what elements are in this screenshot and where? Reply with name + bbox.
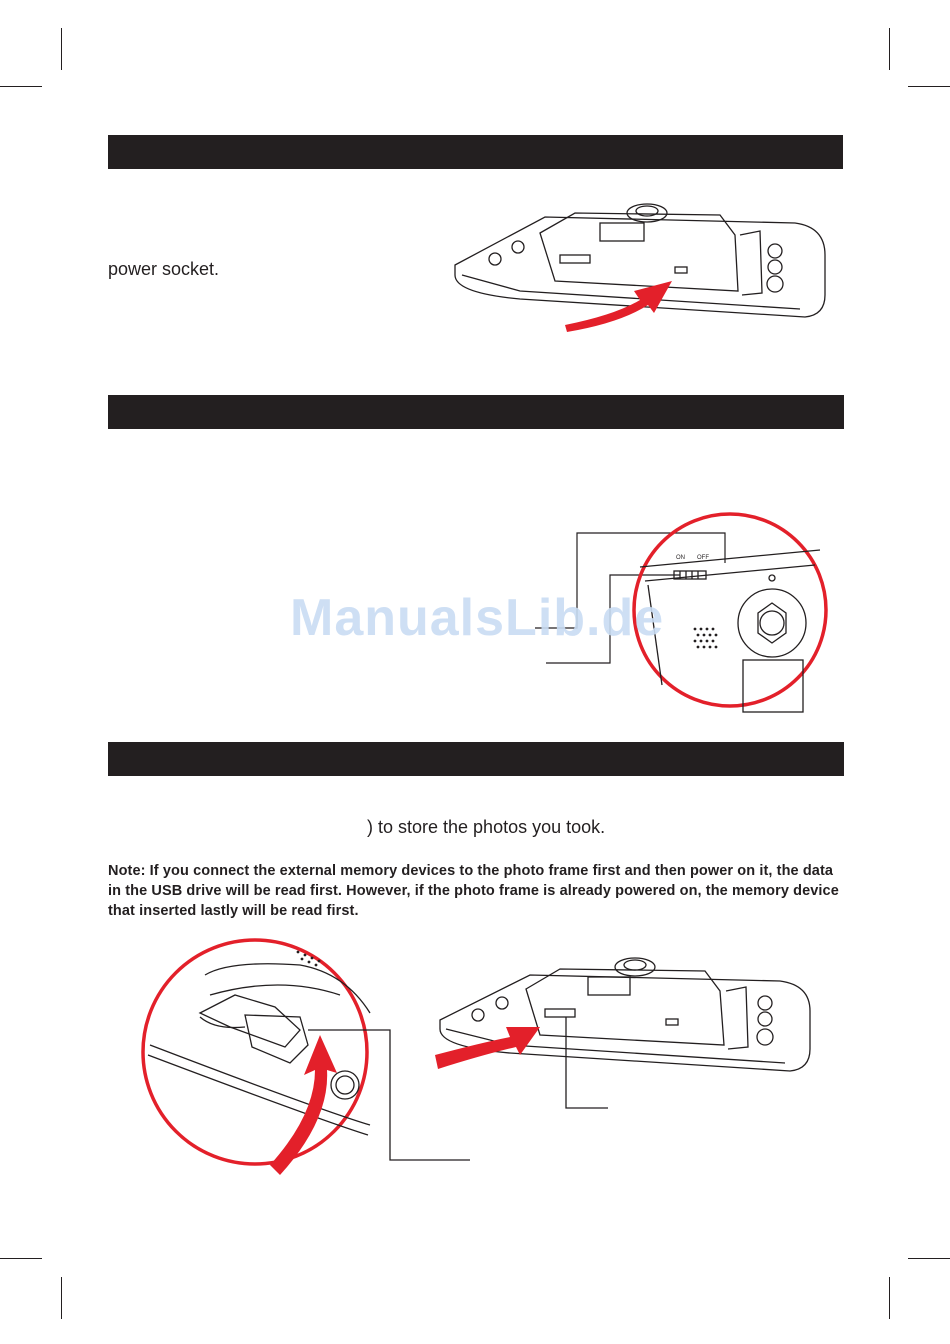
- section-1-header-bar: [108, 135, 843, 169]
- crop-mark-top-left-h: [0, 86, 42, 87]
- crop-mark-top-right-v: [889, 28, 890, 70]
- section-2-header-bar: [108, 395, 844, 429]
- crop-mark-bottom-left-v: [61, 1277, 62, 1319]
- crop-mark-bottom-right-h: [908, 1258, 950, 1259]
- section-3-text: ) to store the photos you took.: [367, 817, 606, 837]
- power-arrow-icon: [565, 281, 672, 332]
- watermark: ManualsLib.de: [290, 589, 665, 647]
- section-1-text: power socket.: [108, 259, 220, 279]
- frame-back-illustration-power: [454, 203, 826, 332]
- card-arrow-icon: [435, 1027, 540, 1069]
- crop-mark-top-right-h: [908, 86, 950, 87]
- card-insert-illustration: [435, 957, 811, 1109]
- crop-mark-bottom-left-h: [0, 1258, 42, 1259]
- usb-arrow-icon: [270, 1035, 337, 1175]
- crop-mark-top-left-v: [61, 28, 62, 70]
- switch-off-label: OFF: [697, 555, 709, 561]
- crop-mark-bottom-right-v: [889, 1277, 890, 1319]
- note-text: Note: If you connect the external memory…: [108, 863, 839, 919]
- usb-insert-callout: [141, 938, 470, 1175]
- section-3-header-bar: [108, 742, 844, 776]
- power-switch-callout: ON OFF: [535, 512, 828, 713]
- switch-on-label: ON: [676, 555, 685, 561]
